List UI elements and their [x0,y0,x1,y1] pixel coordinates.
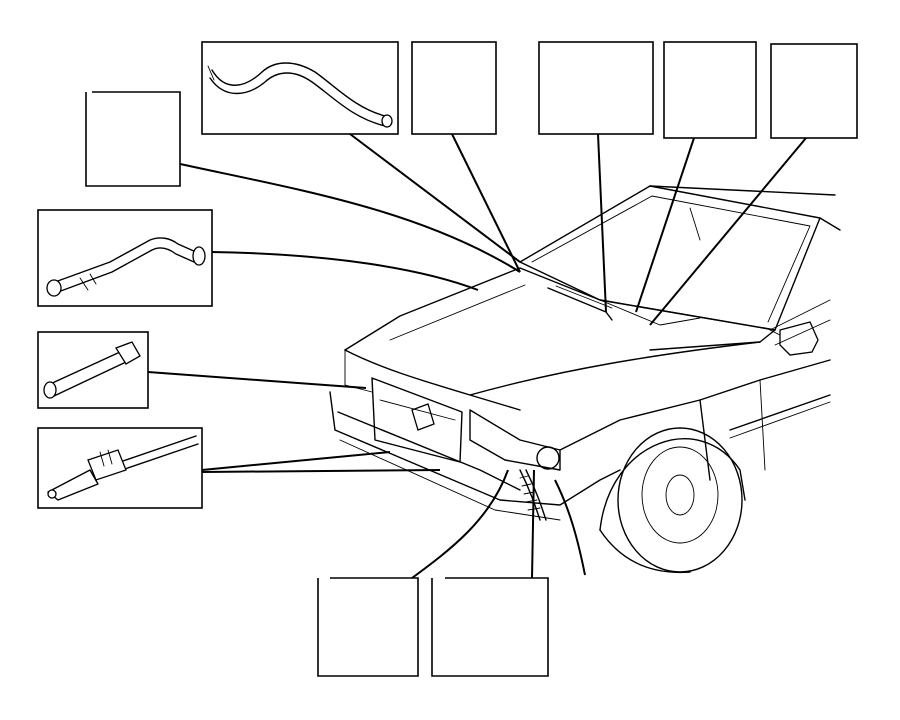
car-illustration [329,185,841,576]
callout-box-top-mid-1 [411,41,497,135]
callout-box-top-mid-3 [663,41,757,139]
callout-box-top-right [770,43,858,139]
callout-box-left-connector [37,331,149,409]
angled-hose-part [46,237,206,297]
callout-box-left-clip [37,427,203,509]
callout-box-bottom-1 [317,577,419,677]
callout-box-bottom-2 [431,577,549,677]
connector-part [43,341,141,399]
callout-box-hose-top [201,41,399,135]
curved-hose-part [207,62,393,128]
callout-box-left-hose [37,209,213,307]
callout-box-top-left [85,91,181,187]
callout-box-top-mid-2 [538,41,654,135]
leader-lines [147,133,807,579]
clip-strap-part [47,435,199,501]
callout-boxes [37,41,858,677]
